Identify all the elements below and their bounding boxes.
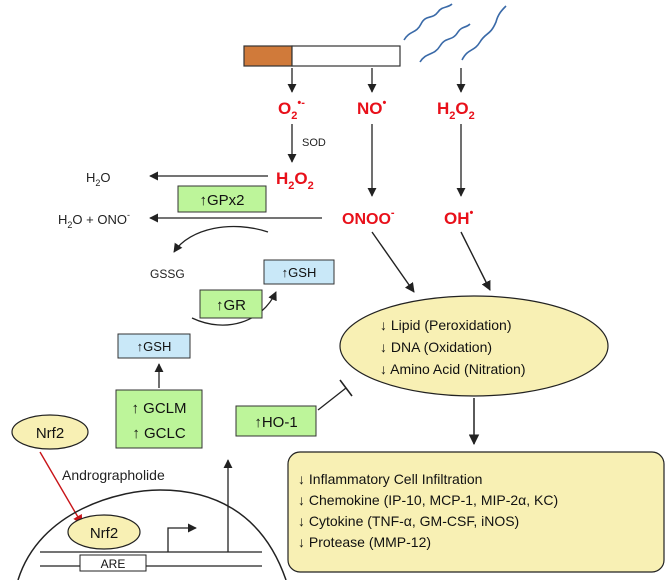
gpx2-box: ↑GPx2 (177, 185, 267, 213)
gsh-right-label: ↑GSH (282, 265, 317, 280)
cigarette-icon (243, 45, 401, 67)
damage-line-lipid: ↓ Lipid (Peroxidation) (380, 317, 512, 333)
outcome-protease: ↓ Protease (MMP-12) (298, 534, 431, 550)
outcome-chemokine: ↓ Chemokine (IP-10, MCP-1, MIP-2α, KC) (298, 492, 558, 508)
damage-line-dna: ↓ DNA (Oxidation) (380, 339, 492, 355)
ho1-inhibition-line (317, 387, 347, 411)
dna-strand (40, 551, 262, 567)
sod-label: SOD (302, 137, 326, 149)
smoke-icon (403, 3, 507, 63)
gpx2-label: ↑GPx2 (199, 192, 244, 209)
hydroxyl-label: OH• (444, 207, 474, 228)
h2o2-right-label: H2O2 (437, 99, 475, 122)
nrf2-nucleus: Nrf2 (67, 514, 141, 550)
nrf2-cytoplasm-label: Nrf2 (36, 425, 64, 442)
ho1-box: ↑HO-1 (235, 405, 317, 437)
ho1-inhibition-bar (339, 379, 353, 397)
cycle-arrow-bottom (191, 291, 277, 326)
gr-box: ↑GR (199, 289, 263, 319)
nrf2-nucleus-label: Nrf2 (90, 525, 118, 542)
gcl-box: ↑ GCLM ↑ GCLC (115, 389, 203, 449)
gr-label: ↑GR (216, 297, 246, 314)
andrographolide-arrow (39, 451, 83, 525)
outcome-cytokine: ↓ Cytokine (TNF-α, GM-CSF, iNOS) (298, 513, 519, 529)
arrow-peroxynitrite-to-damage (371, 231, 415, 293)
peroxynitrite-label: ONOO- (342, 207, 395, 228)
nitric-oxide-label: NO• (357, 97, 387, 118)
are-label: ARE (101, 557, 126, 571)
andrographolide-label: Andrographolide (62, 467, 165, 483)
ho1-label: ↑HO-1 (254, 414, 297, 431)
cycle-arrow-top (173, 225, 269, 253)
gsh-left-box: ↑GSH (117, 333, 191, 359)
gssg-label: GSSG (150, 267, 185, 281)
water-ono-label: H2O + ONO- (58, 210, 130, 230)
gsh-left-label: ↑GSH (137, 339, 172, 354)
outcome-inflammatory: ↓ Inflammatory Cell Infiltration (298, 471, 482, 487)
gsh-right-box: ↑GSH (263, 259, 335, 285)
h2o2-center-label: H2O2 (276, 169, 314, 192)
are-box: ARE (79, 554, 147, 572)
gclm-label: ↑ GCLM (131, 400, 186, 417)
nrf2-cytoplasm: Nrf2 (11, 414, 89, 450)
oxidative-damage-ellipse: ↓ Lipid (Peroxidation) ↓ DNA (Oxidation)… (339, 295, 609, 397)
outcome-box: ↓ Inflammatory Cell Infiltration ↓ Chemo… (287, 451, 665, 573)
damage-line-amino-acid: ↓ Amino Acid (Nitration) (380, 361, 526, 377)
water-label: H2O (86, 170, 111, 188)
gclc-label: ↑ GCLC (132, 425, 186, 442)
nucleus-membrane (17, 489, 287, 580)
superoxide-label: O2•- (278, 97, 305, 122)
arrow-hydroxyl-to-damage (460, 231, 491, 291)
transcription-start-arrow (167, 523, 197, 552)
